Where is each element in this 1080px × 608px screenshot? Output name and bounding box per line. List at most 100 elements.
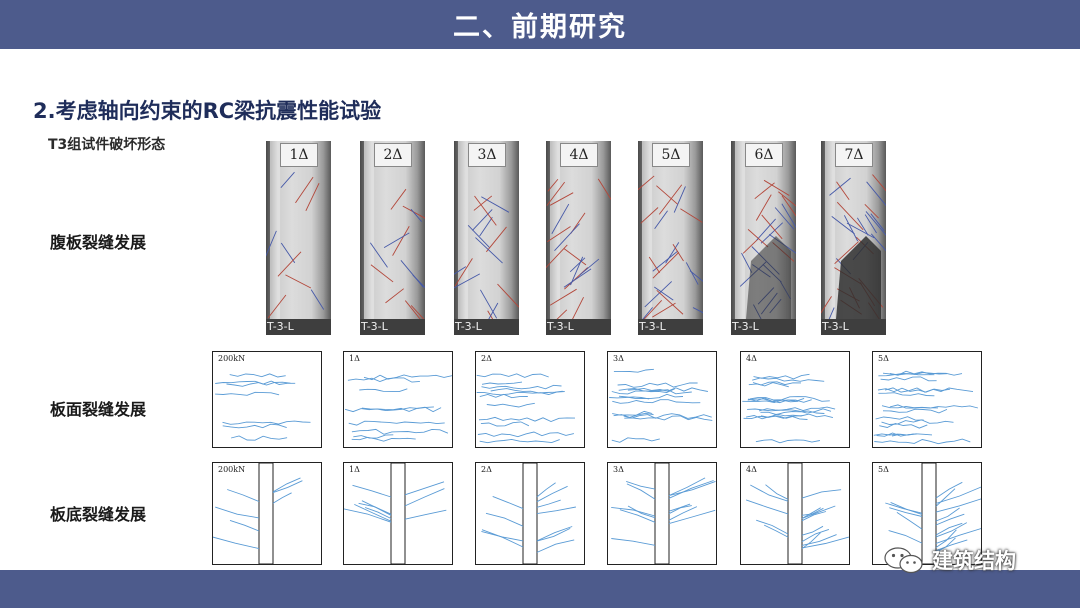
specimen-label: T-3-L [638,319,703,335]
crack-line [882,408,948,414]
spalling-area [836,236,881,319]
crack-line [879,423,928,429]
crack-mark [856,217,869,236]
crack-mark [267,294,287,319]
crack-mark [831,215,855,235]
crack-line [758,408,832,414]
crack-mark [295,176,314,204]
crack-line [747,398,812,404]
crack-mark [654,286,674,301]
crack-mark [266,230,277,257]
crack-mark [781,195,796,217]
crack-line [536,499,561,508]
crack-line [222,423,287,429]
crack-line [801,532,821,550]
crack-line [478,416,576,422]
crack-mark [392,226,410,256]
crack-mark [305,182,320,212]
crack-line [536,506,576,515]
crack-mark [480,289,498,319]
crack-mark [412,274,425,289]
crack-line [344,508,392,523]
crack-line [626,480,656,490]
crack-mark [369,242,388,268]
web-strip [258,463,274,564]
crack-line [668,477,706,496]
crack-line [611,506,656,517]
crack-mark [652,250,679,272]
crack-line [344,406,442,413]
crack-mark [549,288,577,306]
watermark: 建筑结构 [882,545,1016,575]
crack-line [536,527,571,542]
crack-line [215,380,296,385]
crack-line [935,513,965,526]
photo-tag: 1Δ [280,143,318,167]
crack-line [801,536,849,549]
top-crack-panel-5: 4Δ [740,351,850,448]
crack-line [748,382,789,388]
crack-line [611,538,656,546]
column-edge [458,141,468,335]
crack-line [477,431,574,438]
crack-line [896,512,923,530]
crack-line [750,484,789,502]
crack-line [749,396,830,402]
top-crack-panel-2: 1Δ [343,351,453,448]
crack-line [215,391,280,396]
crack-mark [454,258,473,287]
crack-mark [280,171,295,189]
column-edge [735,141,745,335]
web-strip [921,463,937,564]
crack-line [801,528,830,542]
specimen-label: T-3-L [360,319,425,335]
crack-mark [546,244,568,269]
crack-line [891,433,933,437]
crack-line [404,509,447,520]
crack-mark [673,186,686,213]
web-strip [390,463,406,564]
crack-line [626,483,656,500]
crack-line [888,530,923,544]
crack-line [347,377,420,383]
crack-mark [554,223,580,252]
crack-mark [658,184,683,215]
specimen-label: T-3-L [546,319,611,335]
crack-line [215,506,260,519]
top-crack-panel-4: 3Δ [607,351,717,448]
crack-mark [778,191,796,207]
crack-mark [551,203,570,235]
crack-line [742,399,799,403]
photo-tag: 2Δ [374,143,412,167]
specimen-label: T-3-L [454,319,519,335]
crack-line [935,507,960,522]
crack-line [935,488,956,507]
crack-line [801,534,837,546]
crack-mark [479,217,493,237]
crack-line [613,368,654,373]
crack-line [481,384,562,390]
crack-line [668,503,691,512]
web-strip [787,463,803,564]
crack-line [668,509,716,525]
crack-mark [656,185,678,205]
crack-line [222,420,311,425]
top-crack-panel-1: 200kN [212,351,322,448]
crack-mark [277,251,302,277]
crack-mark [756,218,776,241]
crack-line [486,402,535,408]
crack-line [801,511,827,522]
crack-line [760,410,825,416]
crack-mark [310,289,325,310]
crack-mark [485,226,507,253]
crack-mark [870,233,886,252]
crack-line [801,507,821,519]
crack-mark [549,192,574,206]
crack-mark [280,242,296,264]
crack-line [481,530,524,542]
section-title: 2.考虑轴向约束的RC梁抗震性能试验 [33,99,382,123]
web-strip [654,463,670,564]
crack-line [613,412,654,418]
crack-line [227,489,260,502]
crack-line [764,524,789,538]
